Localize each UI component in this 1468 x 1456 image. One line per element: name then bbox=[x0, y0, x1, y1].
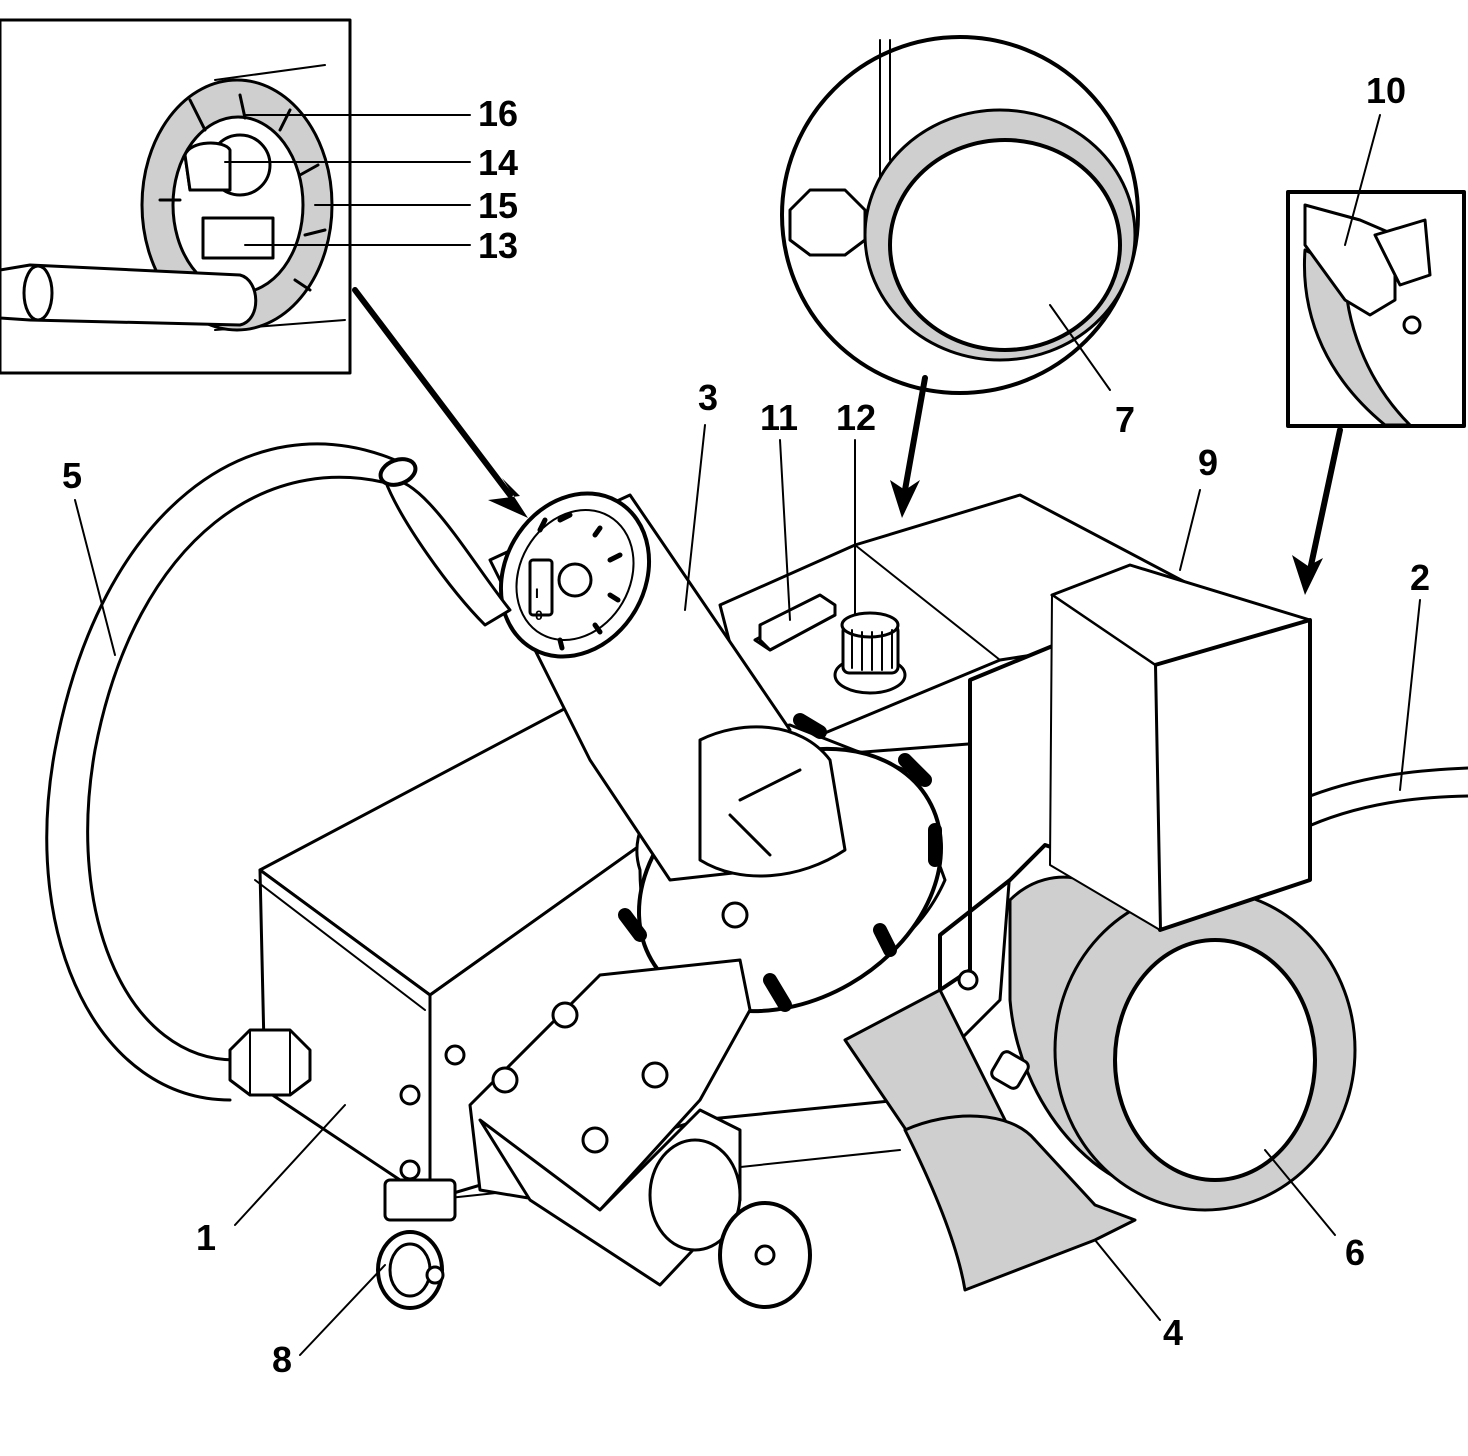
inset-arrows bbox=[352, 287, 1343, 595]
blower-hose bbox=[45, 442, 512, 1102]
callout-11: 11 bbox=[760, 397, 798, 438]
callout-3: 3 bbox=[698, 377, 718, 418]
arrow-head-c bbox=[1292, 555, 1323, 595]
chassis-screws bbox=[399, 1044, 466, 1181]
callout-8: 8 bbox=[272, 1339, 292, 1380]
swivel-caster bbox=[376, 1178, 457, 1310]
switch-mark-on: I bbox=[535, 585, 539, 601]
callout-12: 12 bbox=[836, 397, 876, 438]
drive-motor-box bbox=[1049, 563, 1312, 932]
arrow-head-a bbox=[488, 478, 528, 518]
blower-control-cap: I 0 bbox=[498, 491, 652, 659]
indicator-light bbox=[753, 593, 837, 652]
leader-lines bbox=[74, 114, 1421, 1356]
callout-labels: 1 2 3 4 5 6 7 8 9 10 11 12 13 14 15 16 bbox=[62, 70, 1430, 1380]
switch-mark-off: 0 bbox=[535, 607, 543, 623]
callout-14: 14 bbox=[478, 142, 518, 183]
callout-1: 1 bbox=[196, 1217, 216, 1258]
callout-15: 15 bbox=[478, 185, 518, 226]
callout-7: 7 bbox=[1115, 399, 1135, 440]
front-roller bbox=[478, 1108, 812, 1309]
callout-9: 9 bbox=[1198, 442, 1218, 483]
drive-roller bbox=[1008, 875, 1357, 1212]
callout-4: 4 bbox=[1163, 1312, 1183, 1353]
callout-2: 2 bbox=[1410, 557, 1430, 598]
inset-control-detail bbox=[0, 18, 352, 375]
inset-guide-detail bbox=[1286, 190, 1466, 428]
speed-knob bbox=[833, 611, 907, 695]
inset-roller-detail bbox=[780, 35, 1140, 395]
cable-gland bbox=[228, 1028, 312, 1097]
power-cable bbox=[1298, 766, 1468, 832]
nozzle-bracket bbox=[468, 958, 752, 1212]
callout-16: 16 bbox=[478, 93, 518, 134]
callout-6: 6 bbox=[1345, 1232, 1365, 1273]
callout-13: 13 bbox=[478, 225, 518, 266]
callout-5: 5 bbox=[62, 455, 82, 496]
arrow-head-b bbox=[890, 480, 920, 518]
welding-nozzle bbox=[843, 988, 1137, 1292]
callout-10: 10 bbox=[1366, 70, 1406, 111]
cap-switch bbox=[528, 558, 554, 617]
